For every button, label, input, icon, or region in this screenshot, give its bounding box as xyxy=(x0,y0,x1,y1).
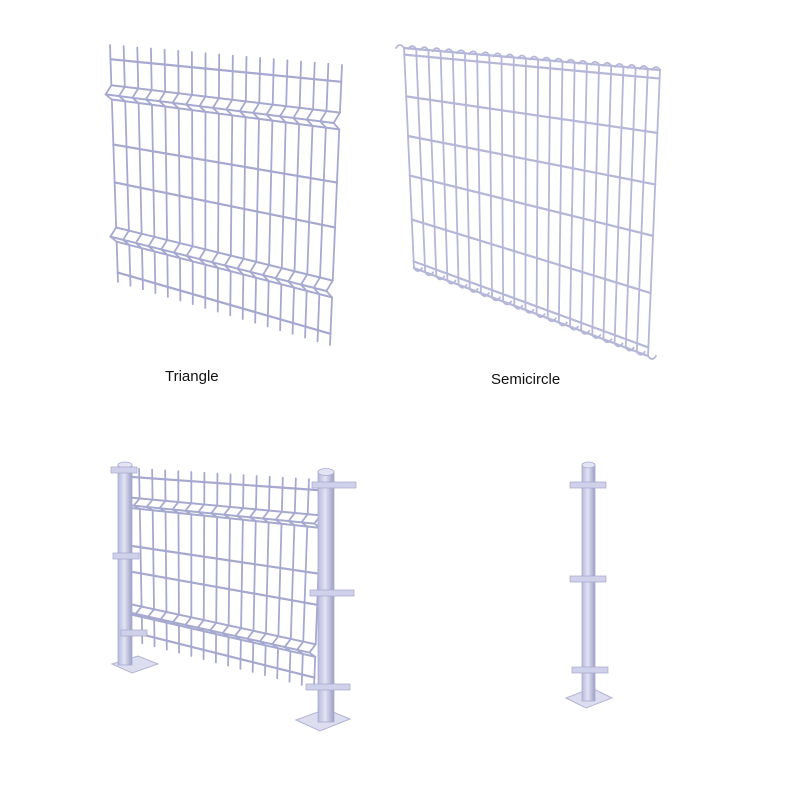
right-post-clip xyxy=(311,481,357,489)
single-post-clip xyxy=(569,481,607,489)
triangle-fence-panel xyxy=(104,44,343,346)
left-post xyxy=(110,461,160,674)
semicircle-label: Semicircle xyxy=(491,371,561,388)
single-post-clip xyxy=(569,575,607,583)
left-post-clip xyxy=(112,552,140,560)
fence-with-posts xyxy=(110,461,357,732)
semicircle-fence-panel xyxy=(395,44,662,360)
right-post-clip xyxy=(309,589,355,597)
single-post xyxy=(564,461,614,709)
left-post-clip xyxy=(120,629,148,637)
left-post-clip xyxy=(110,466,138,474)
triangle-label: Triangle xyxy=(165,368,219,385)
posted-fence-panel xyxy=(119,467,323,689)
right-post-clip xyxy=(305,683,351,691)
right-post xyxy=(294,468,357,732)
single-post-clip xyxy=(571,666,609,674)
